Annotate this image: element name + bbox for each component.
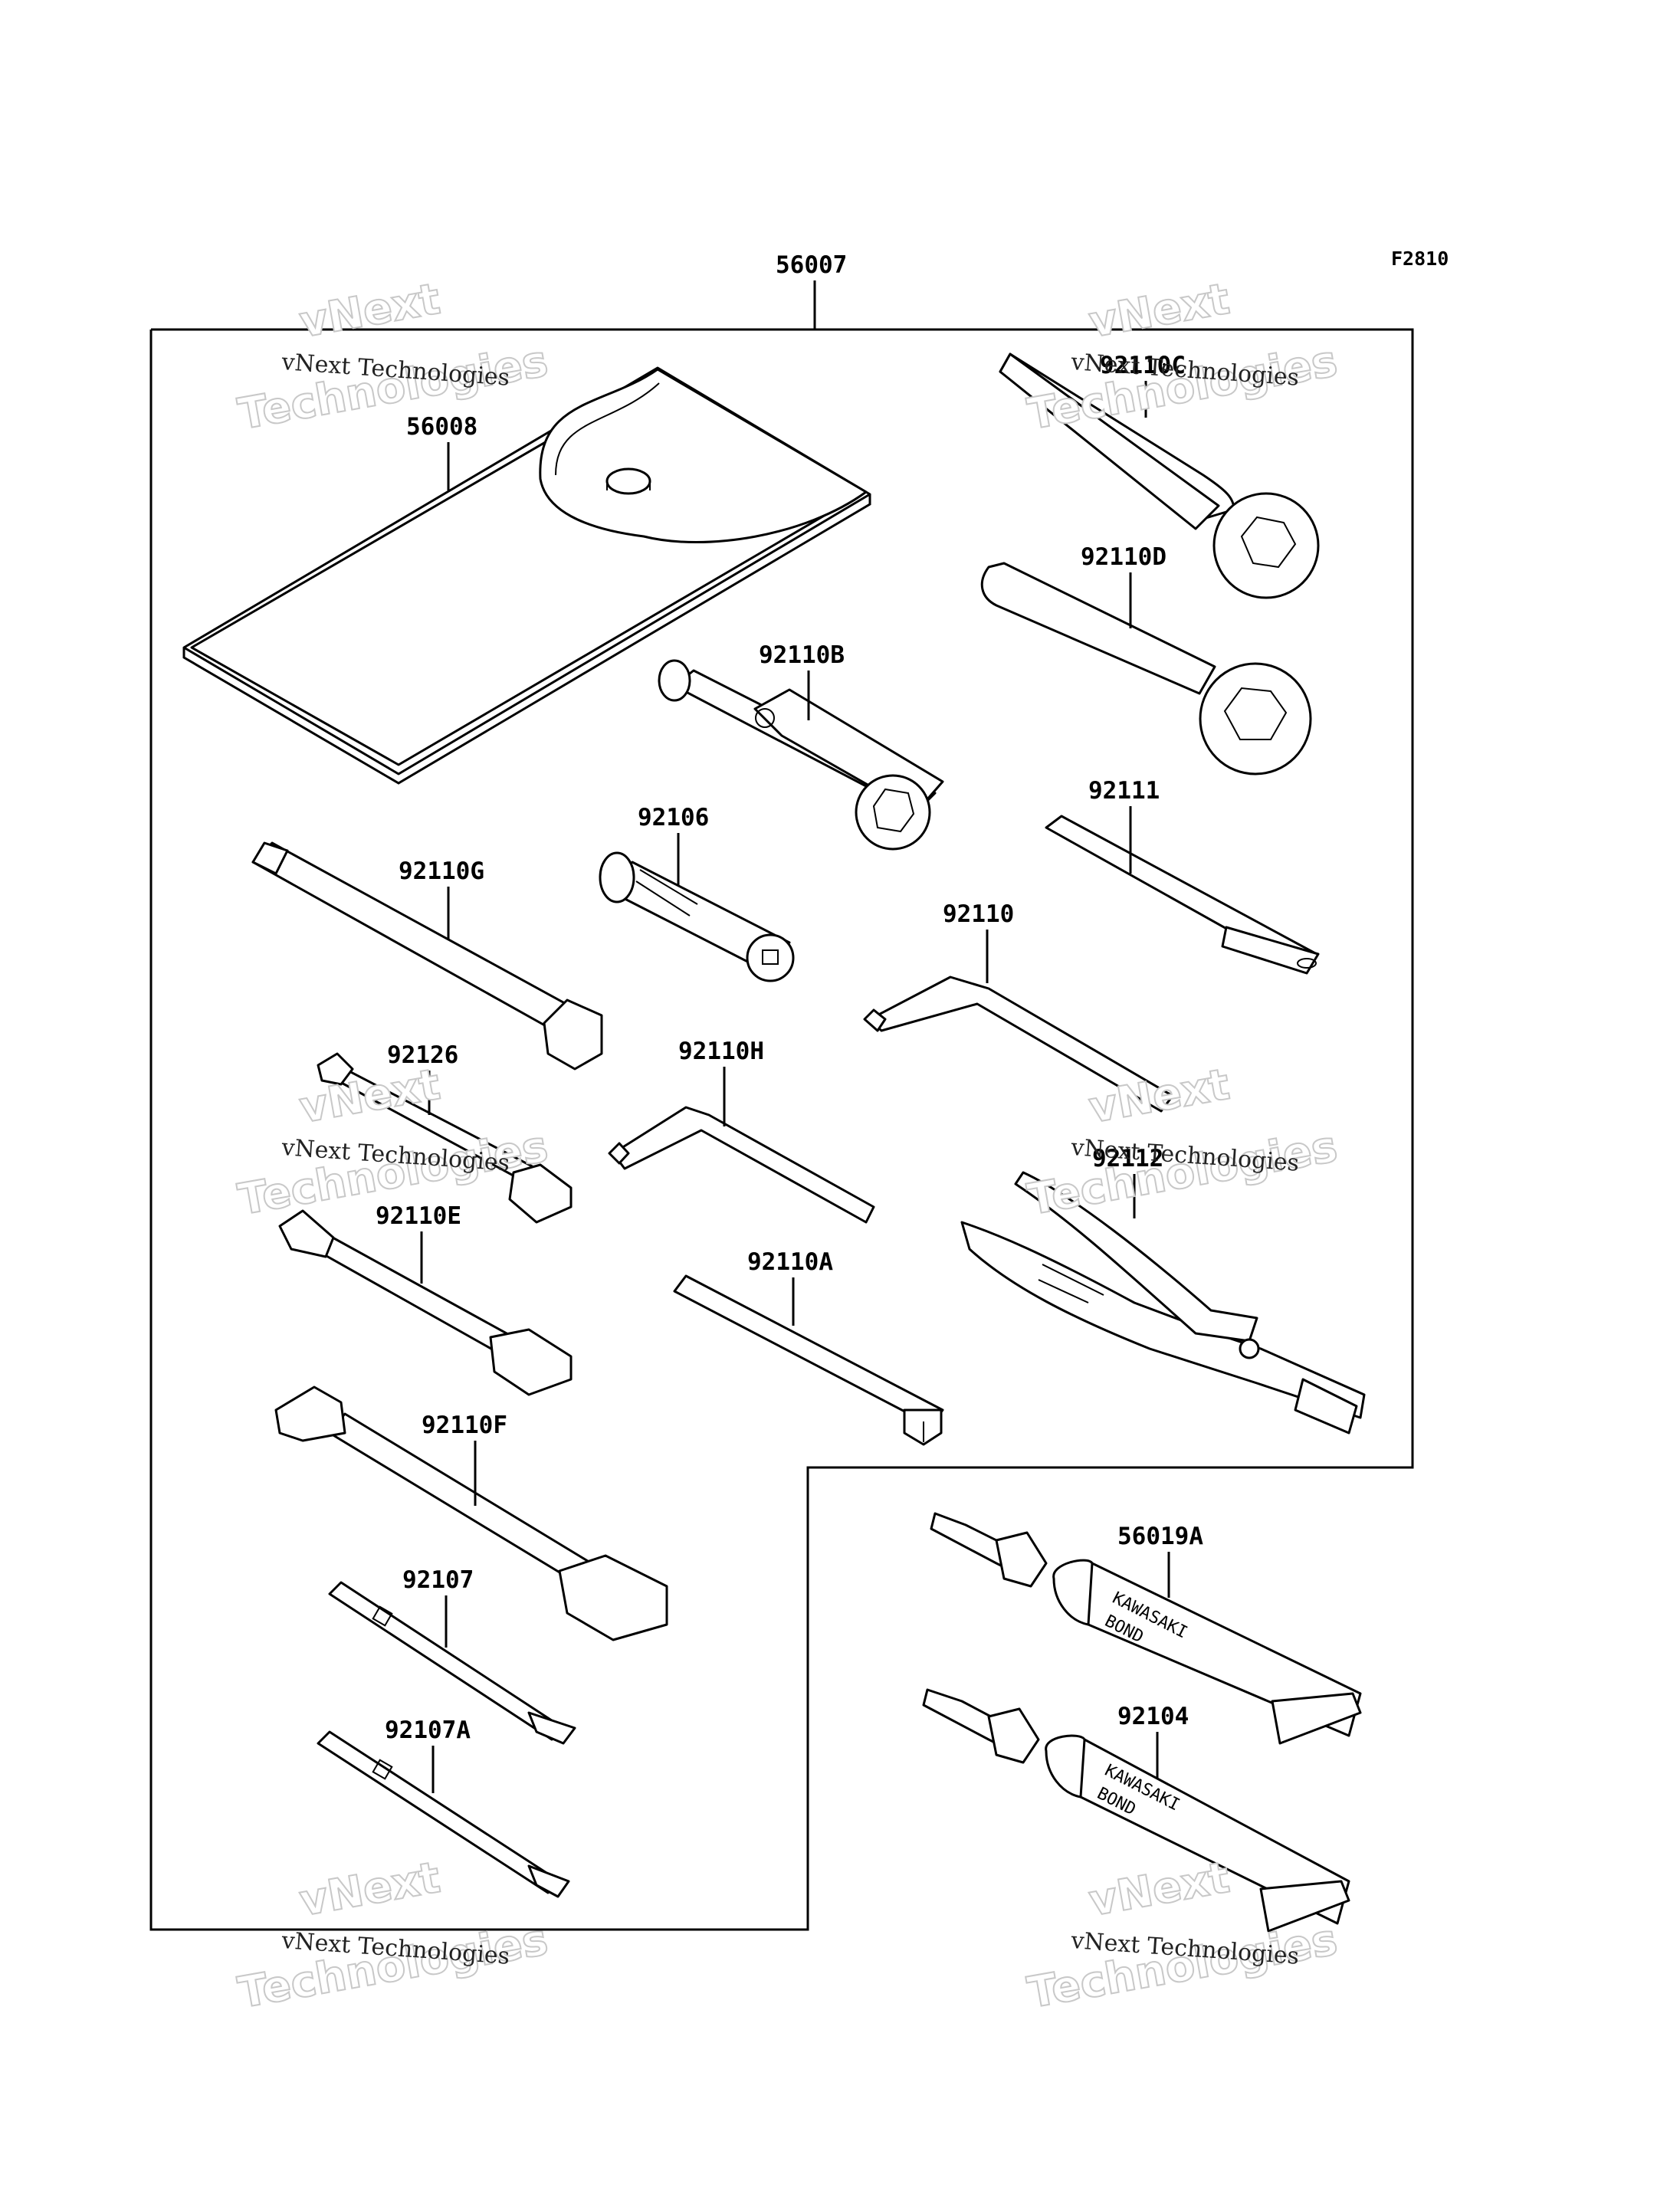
part-number-92112: 92112 bbox=[1092, 1145, 1163, 1172]
svg-text:vNext: vNext bbox=[296, 274, 444, 348]
part-number-92111: 92111 bbox=[1088, 777, 1160, 805]
part-number-56008: 56008 bbox=[406, 413, 477, 441]
part-92126[interactable]: 92126 bbox=[317, 1041, 573, 1224]
part-number-92107: 92107 bbox=[402, 1566, 474, 1594]
watermark-bottom-left: vNext Technologies vNext Technologies bbox=[234, 1852, 552, 2019]
part-92110D[interactable]: 92110D bbox=[980, 543, 1312, 776]
part-92104[interactable]: KAWASAKI BOND 92104 bbox=[922, 1688, 1350, 1933]
svg-text:vNext: vNext bbox=[296, 1853, 444, 1926]
part-92110F[interactable]: 92110F bbox=[274, 1385, 668, 1641]
part-number-92126: 92126 bbox=[387, 1041, 458, 1069]
assembly-56007: 56007 bbox=[149, 251, 1414, 1931]
part-number-92110H: 92110H bbox=[678, 1038, 764, 1065]
part-number-92110D: 92110D bbox=[1081, 543, 1166, 571]
svg-text:vNext: vNext bbox=[1085, 1853, 1233, 1926]
part-92111[interactable]: 92111 bbox=[1045, 777, 1320, 975]
watermark-middle-right: vNext Technologies vNext Technologies bbox=[1023, 1059, 1341, 1226]
part-92110E[interactable]: 92110E bbox=[278, 1202, 573, 1396]
part-number-92107A: 92107A bbox=[385, 1717, 471, 1744]
watermark-top-left: vNext Technologies vNext Technologies bbox=[234, 274, 552, 441]
part-92106[interactable]: 92106 bbox=[599, 804, 795, 982]
part-number-56019A: 56019A bbox=[1117, 1523, 1203, 1550]
svg-text:vNext: vNext bbox=[1085, 274, 1233, 348]
part-number-92110G: 92110G bbox=[399, 857, 484, 885]
part-92107[interactable]: 92107 bbox=[328, 1566, 576, 1745]
part-92110C[interactable]: 92110C bbox=[999, 352, 1320, 599]
part-number-92110C: 92110C bbox=[1100, 352, 1186, 379]
part-number-92110E: 92110E bbox=[376, 1202, 461, 1230]
part-92110H[interactable]: 92110H bbox=[608, 1038, 875, 1224]
part-92112[interactable]: 92112 bbox=[960, 1145, 1366, 1435]
part-number-92110A: 92110A bbox=[747, 1248, 833, 1276]
part-92110B[interactable]: 92110B bbox=[658, 641, 944, 851]
watermark-top-right: vNext Technologies vNext Technologies bbox=[1023, 274, 1341, 441]
part-92110G[interactable]: 92110G bbox=[251, 841, 603, 1071]
reference-code: F2810 bbox=[1391, 248, 1449, 270]
assembly-number: 56007 bbox=[776, 251, 847, 279]
part-92107A[interactable]: 92107A bbox=[317, 1717, 570, 1898]
watermark-middle-left: vNext Technologies vNext Technologies bbox=[234, 1059, 552, 1226]
part-number-92106: 92106 bbox=[638, 804, 709, 831]
part-56019A[interactable]: KAWASAKI BOND 56019A bbox=[930, 1512, 1362, 1745]
part-56008[interactable]: 56008 bbox=[182, 366, 871, 785]
part-number-92110: 92110 bbox=[943, 900, 1014, 928]
part-92110A[interactable]: 92110A bbox=[673, 1248, 944, 1446]
part-number-92104: 92104 bbox=[1117, 1703, 1189, 1730]
assembly-frame bbox=[149, 328, 1414, 1931]
part-number-92110F: 92110F bbox=[422, 1412, 507, 1439]
part-number-92110B: 92110B bbox=[759, 641, 845, 669]
part-92110[interactable]: 92110 bbox=[863, 900, 1174, 1113]
